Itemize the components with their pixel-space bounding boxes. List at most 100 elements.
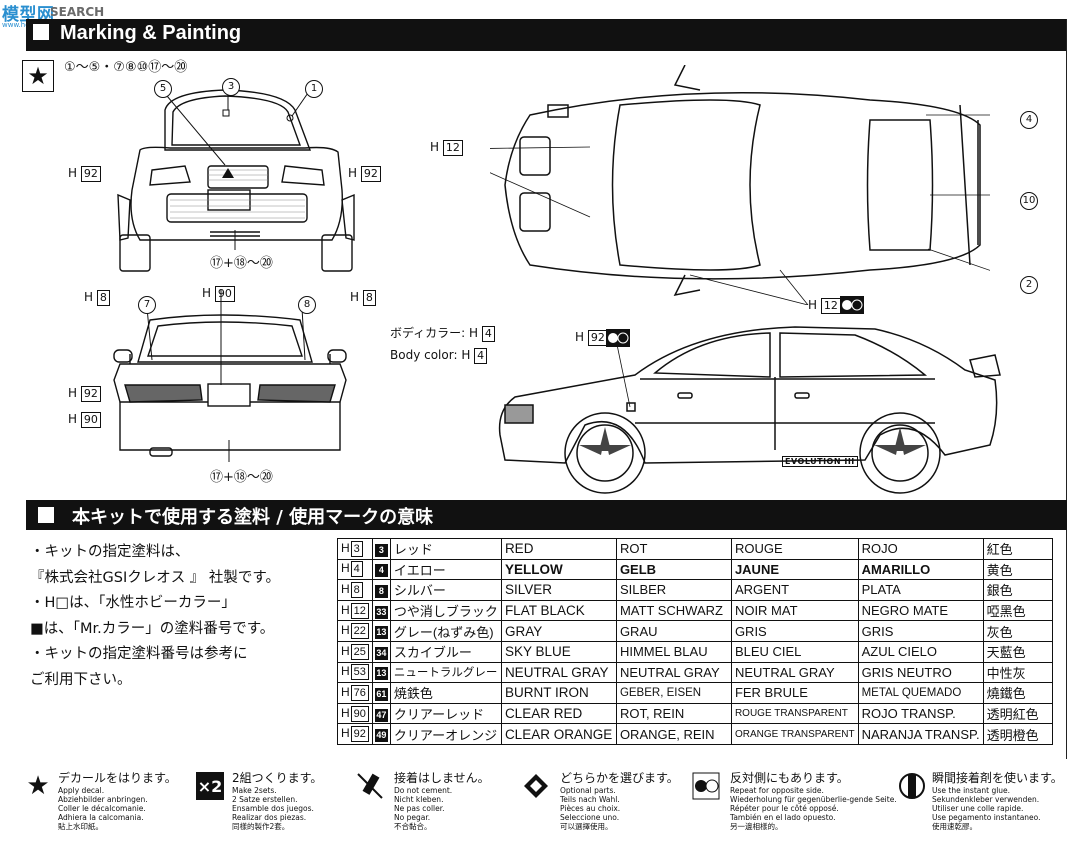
paint-name-fr: GRIS [730, 620, 859, 642]
paint-name-de: GELB [615, 558, 732, 581]
legend-optional: どちらかを選びます。 Optional parts.Teils nach Wah… [560, 771, 679, 831]
paint-name-es: METAL QUEMADO [857, 682, 984, 704]
paint-mr-code: 13 [374, 667, 388, 681]
paint-name-zh: 啞黑色 [982, 599, 1053, 622]
parts-list: ①～⑤・⑦⑧⑩⑰～⑳ [64, 60, 188, 75]
paint-mr-code: 61 [374, 687, 388, 701]
paint-mr-cell: 8 [371, 579, 391, 601]
paint-name-de: ROT [615, 538, 732, 560]
x2-icon: ×2 [196, 772, 224, 800]
paint-mr-cell: 34 [371, 640, 391, 663]
paint-name-en: YELLOW [500, 558, 617, 581]
paint-name-fr: NEUTRAL GRAY [730, 661, 859, 684]
paint-mr-cell: 4 [371, 558, 391, 581]
rear-bottom-parts: ⑰+⑱～⑳ [210, 470, 273, 485]
paint-name-es: GRIS [857, 620, 984, 642]
watermark-search: SEARCH [50, 5, 105, 19]
paint-name-es: PLATA [857, 579, 984, 601]
paint-name-jp: 焼鉄色 [389, 682, 502, 704]
paint-name-es: NARANJA TRANSP. [857, 723, 984, 745]
paint-name-de: ROT, REIN [615, 702, 732, 725]
legend-no-cement: 接着はしません。 Do not cement.Nicht kleben.Ne p… [394, 771, 490, 831]
page-title: Marking & Painting [60, 22, 242, 44]
paint-name-jp: レッド [389, 538, 502, 560]
paint-name-en: CLEAR RED [500, 702, 617, 725]
paint-name-es: GRIS NEUTRO [857, 661, 984, 684]
paint-notes: ・キットの指定塗料は、 『株式会社GSIクレオス 』 社製です。 ・H□は、「水… [30, 540, 280, 693]
callout-4: 4 [1020, 107, 1038, 129]
paint-name-en: BURNT IRON [500, 682, 617, 704]
paint-h-code: 12 [350, 602, 369, 619]
decal-evolution: EVOLUTION III [782, 456, 858, 467]
opposite-side-icon [692, 772, 720, 800]
side-h92: H 92 [575, 330, 608, 346]
rear-view-drawing [113, 290, 347, 462]
paint-section-square [38, 507, 54, 523]
paint-name-jp: クリアーオレンジ [389, 723, 502, 745]
paint-name-es: ROJO TRANSP. [857, 702, 984, 725]
callout-2: 2 [1020, 272, 1038, 294]
note-line: ・H□は、「水性ホビーカラー」 [30, 595, 236, 611]
paint-name-fr: NOIR MAT [730, 599, 859, 622]
paint-name-fr: FER BRULE [730, 682, 859, 704]
paint-name-fr: ROUGE [730, 538, 859, 560]
opposite-side-mark [840, 296, 864, 318]
paint-mr-code: 13 [374, 626, 388, 640]
callout-3: 3 [222, 74, 240, 96]
paint-name-es: AZUL CIELO [857, 640, 984, 663]
paint-name-de: GRAU [615, 620, 732, 642]
paint-mr-cell: 47 [371, 702, 391, 725]
paint-h-code: 4 [350, 561, 363, 578]
paint-section-bar [26, 500, 1067, 530]
paint-h-code: 3 [350, 540, 363, 557]
paint-mr-cell: 33 [371, 599, 391, 622]
star-icon: ★ [26, 771, 50, 801]
paint-h-code: 76 [350, 684, 369, 701]
paint-name-jp: スカイブルー [389, 640, 502, 663]
top-h12: H 12 [430, 140, 463, 156]
paint-name-fr: BLEU CIEL [730, 640, 859, 663]
front-bottom-parts: ⑰+⑱～⑳ [210, 256, 273, 271]
paint-h-code: 92 [350, 726, 369, 743]
paint-name-jp: イエロー [389, 558, 502, 581]
star-icon: ★ [22, 60, 54, 92]
paint-name-zh: 透明橙色 [982, 723, 1053, 745]
paint-name-jp: クリアーレッド [389, 702, 502, 725]
paint-name-de: ORANGE, REIN [615, 723, 732, 745]
paint-h-code: 8 [350, 581, 363, 598]
front-view-drawing [117, 86, 355, 272]
paint-name-jp: つや消しブラック [389, 599, 502, 622]
paint-name-fr: ROUGE TRANSPARENT [730, 702, 859, 725]
rear-h8-left: H 8 [84, 290, 110, 306]
note-line: ・キットの指定塗料番号は参考に [30, 646, 248, 662]
rear-h8-right: H 8 [350, 290, 376, 306]
note-line: ご利用下さい。 [30, 671, 132, 688]
paint-name-jp: シルバー [389, 579, 502, 601]
no-glue-icon [356, 772, 384, 800]
paint-name-fr: ORANGE TRANSPARENT [730, 723, 859, 745]
paint-h-code: 90 [350, 705, 369, 722]
paint-mr-code: 49 [374, 729, 388, 743]
paint-mr-cell: 61 [371, 682, 391, 704]
legend-instant-glue: 瞬間接着剤を使います。 Use the instant glue.Sekunde… [932, 771, 1063, 831]
paint-name-zh: 銀色 [982, 579, 1053, 601]
paint-name-zh: 燒鐵色 [982, 682, 1053, 704]
paint-mr-cell: 3 [371, 538, 391, 560]
paint-name-zh: 紅色 [982, 538, 1053, 560]
paint-name-fr: JAUNE [730, 558, 859, 581]
title-bar [26, 19, 1067, 51]
paint-name-en: NEUTRAL GRAY [500, 661, 617, 684]
paint-name-zh: 透明紅色 [982, 702, 1053, 725]
body-color-label: ボディカラー: H 4 Body color: H 4 [390, 322, 495, 366]
